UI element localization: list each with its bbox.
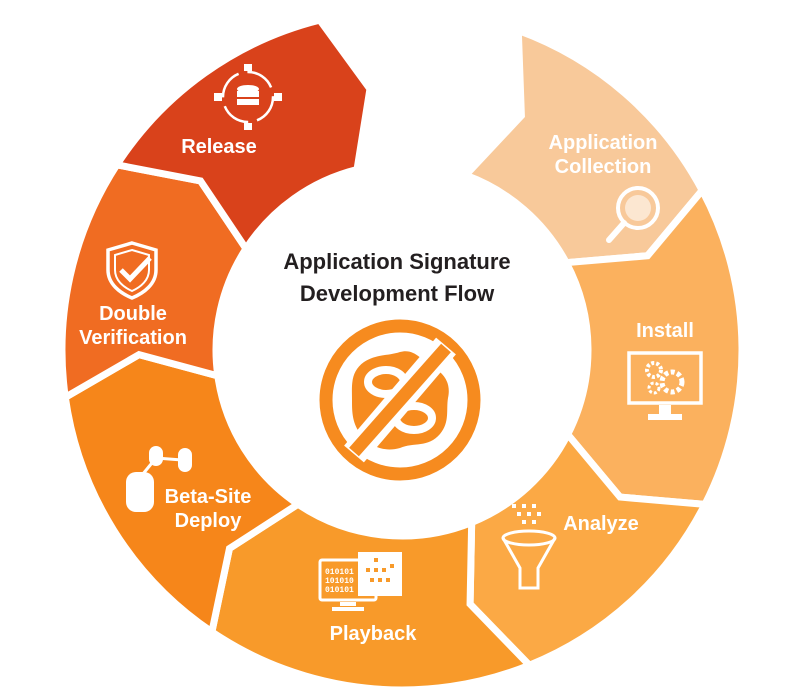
svg-text:101010: 101010 — [325, 577, 354, 586]
step-analyze-label: Analyze — [563, 513, 639, 535]
title-line-1: Application Signature — [283, 249, 511, 274]
svg-text:010101: 010101 — [325, 586, 354, 595]
title-line-2: Development Flow — [299, 281, 495, 306]
step-double-verification-label: Double Verification — [79, 302, 187, 350]
step-playback-label: Playback — [329, 623, 417, 645]
database-nodes-icon — [126, 446, 192, 512]
binary-monitor-icon: 010101 101010 010101 — [318, 552, 402, 611]
database-arrows-icon — [214, 64, 282, 130]
label-line: Application — [548, 132, 658, 154]
step-application-collection-label: Application Collection — [549, 131, 658, 179]
step-beta-site-deploy-label: Beta-Site Deploy — [165, 485, 252, 533]
label-line: Verification — [79, 327, 187, 349]
monitor-gears-icon — [627, 351, 703, 420]
label-line: Beta-Site — [164, 486, 252, 508]
svg-text:010101: 010101 — [325, 568, 354, 577]
step-install-label: Install — [636, 320, 694, 342]
label-line: Collection — [554, 156, 652, 178]
funnel-icon — [501, 504, 557, 590]
segment-release — [111, 16, 374, 256]
label-line: Deploy — [174, 510, 242, 532]
diagram-title: Application Signature Development Flow — [283, 246, 510, 310]
search-globe-icon — [606, 186, 660, 243]
prohibited-app-icon — [319, 319, 481, 481]
label-line: Double — [99, 303, 167, 325]
shield-check-icon — [106, 241, 158, 300]
step-release-label: Release — [181, 136, 257, 158]
